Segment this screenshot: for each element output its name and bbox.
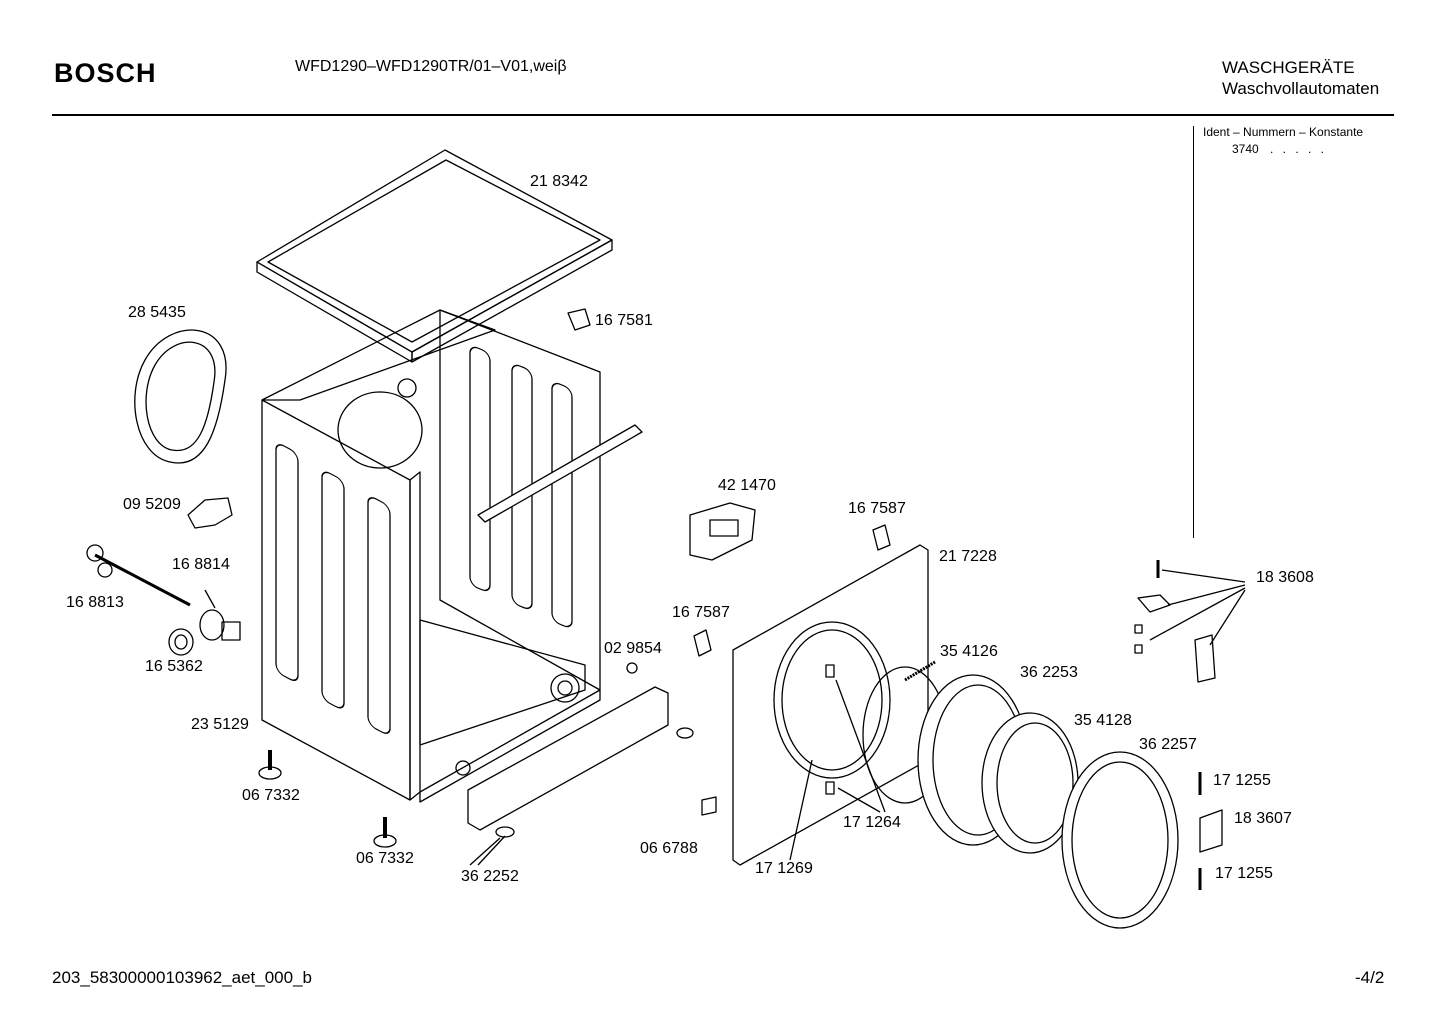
top-lid-part [256, 149, 613, 363]
part-label: 42 1470 [718, 477, 776, 494]
rear-seal-part [134, 329, 227, 464]
part-label: 17 1264 [843, 814, 901, 831]
plinth-part [467, 686, 669, 866]
part-label: 16 8813 [66, 594, 124, 611]
page-number: -4/2 [1355, 968, 1385, 987]
model-number: WFD1290–WFD1290TR/01–V01,weiβ [295, 58, 567, 75]
header-divider [52, 114, 1394, 116]
cabinet-body-part [261, 309, 601, 803]
part-label: 06 7332 [356, 850, 414, 867]
brand-logo: BOSCH [54, 58, 157, 88]
part-label: 35 4128 [1074, 712, 1132, 729]
transport-bolt-part [86, 544, 191, 607]
category-title: WASCHGERÄTE [1222, 58, 1355, 77]
cross-bar-part [477, 424, 643, 523]
category-subtitle: Waschvollautomaten [1222, 79, 1380, 98]
door-lock-part [689, 502, 756, 561]
part-label: 36 2257 [1139, 736, 1197, 753]
document-id: 203_58300000103962_aet_000_b [52, 968, 312, 987]
part-label: 21 7228 [939, 548, 997, 565]
clip-part [187, 497, 233, 529]
part-label: 06 7332 [242, 787, 300, 804]
part-label: 09 5209 [123, 496, 181, 513]
clip-part-167581 [567, 308, 591, 331]
part-label: 21 8342 [530, 173, 588, 190]
screw-part [626, 662, 638, 674]
screw-part-066788 [701, 796, 717, 816]
part-label: 36 2253 [1020, 664, 1078, 681]
foot-part [258, 750, 397, 848]
part-label: 02 9854 [604, 640, 662, 657]
leader-168814 [204, 589, 216, 609]
leader-171264b [837, 787, 881, 813]
part-label: 18 3607 [1234, 810, 1292, 827]
door-rings-part [862, 666, 1179, 929]
small-parts-18-3608 [1134, 560, 1246, 683]
part-label: 06 6788 [640, 840, 698, 857]
part-label: 16 8814 [172, 556, 230, 573]
part-label: 17 1255 [1215, 865, 1273, 882]
ident-code: 3740 [1232, 142, 1259, 156]
cover-part-183607 [1199, 809, 1223, 853]
part-label: 16 7581 [595, 312, 653, 329]
part-label: 28 5435 [128, 304, 186, 321]
part-label: 18 3608 [1256, 569, 1314, 586]
part-label: 17 1269 [755, 860, 813, 877]
ident-divider [1193, 126, 1194, 538]
hinge-clip-part [872, 524, 891, 551]
cap-part [168, 628, 194, 656]
part-label: 16 5362 [145, 658, 203, 675]
part-label: 16 7587 [848, 500, 906, 517]
ident-title: Ident – Nummern – Konstante [1203, 125, 1364, 139]
part-label: 17 1255 [1213, 772, 1271, 789]
part-label: 16 7587 [672, 604, 730, 621]
leader-171264a [835, 679, 886, 813]
hinge-clip-part [693, 629, 712, 657]
part-label: 36 2252 [461, 868, 519, 885]
bushing-part [199, 609, 241, 641]
part-label: 35 4126 [940, 643, 998, 660]
pin-part [676, 727, 694, 739]
ident-dots: . . . . . [1270, 142, 1328, 156]
part-label: 23 5129 [191, 716, 249, 733]
